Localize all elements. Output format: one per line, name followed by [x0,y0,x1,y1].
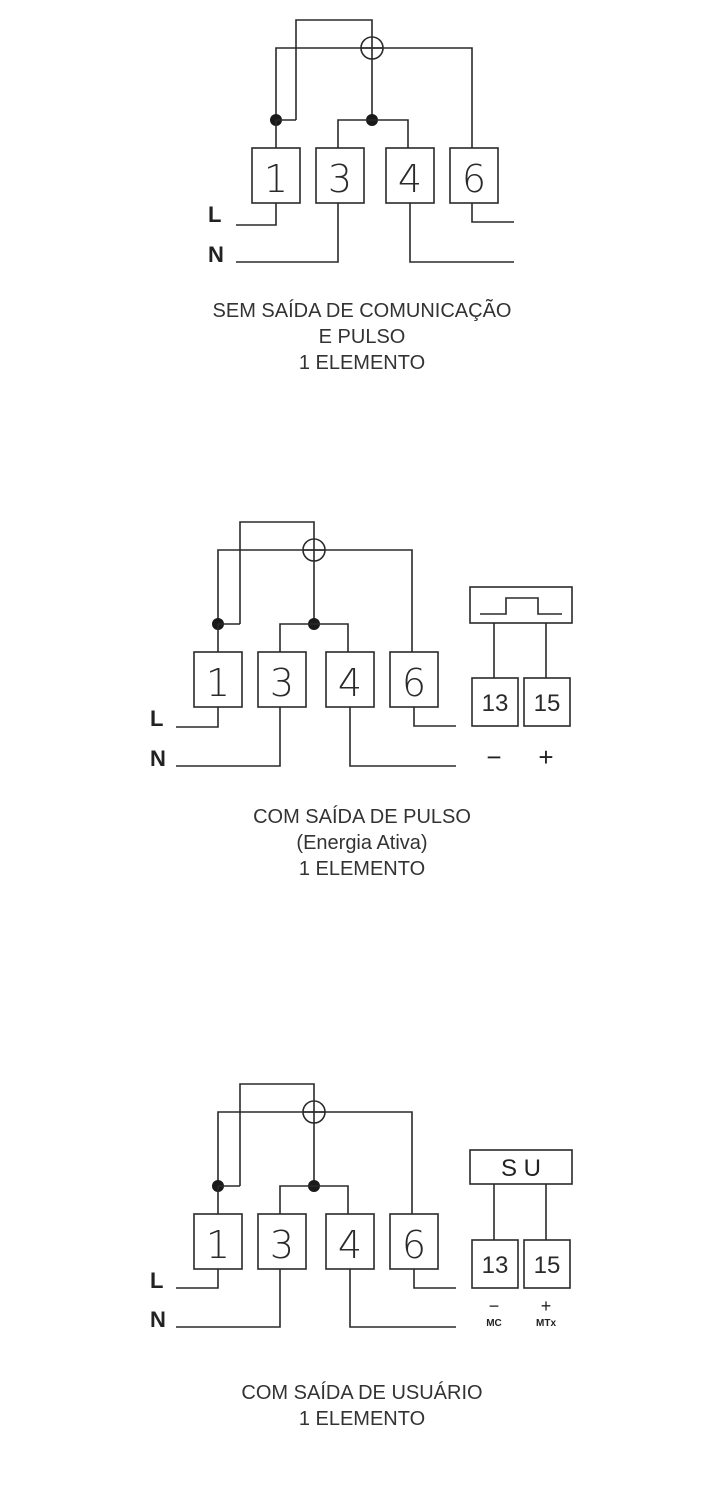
terminal-label: 1 [264,157,288,201]
output-terminal-label: 13 [482,690,509,717]
bridge-wire [217,549,413,652]
terminal-box-1 [193,1213,243,1270]
caption-1: SEM SAÍDA DE COMUNICAÇÃO E PULSO 1 ELEME… [0,298,724,376]
line-wire [176,707,219,728]
neutral-wire [236,203,339,263]
wiring-schematic-3: 1 3 4 6 L N S U 13 15 − + MC MTx [150,1083,573,1332]
terminal-label: 4 [338,661,362,705]
terminal-box-4 [325,651,375,708]
su-label: S U [501,1155,541,1182]
wiring-diagram-2: 1 3 4 6 L N 13 15 − + COM SAÍDA DE PULSO… [0,500,724,900]
loop-wire [239,521,315,624]
polarity-positive: + [538,742,553,772]
neutral-label: N [150,1307,166,1332]
polarity-sub-label: MC [486,1318,502,1329]
terminal-label: 3 [270,661,294,705]
loop-wire [295,19,373,120]
wire [279,1185,349,1214]
bridge-wire [217,1111,413,1214]
output-terminal-13 [471,677,519,727]
line-label: L [208,202,221,227]
neutral-wire [176,1269,281,1328]
load-wire [471,203,514,223]
neutral-wire [176,707,281,767]
load-wire [409,203,514,263]
terminal-label: 1 [206,1223,230,1267]
terminal-label: 6 [402,661,426,705]
terminal-label: 4 [338,1223,362,1267]
output-terminal-13 [471,1239,519,1289]
line-wire [236,203,277,226]
caption-line: 1 ELEMENTO [298,1408,426,1430]
neutral-label: N [150,746,166,771]
terminal-box-3 [257,651,307,708]
load-wire [349,707,456,767]
load-wire [349,1269,456,1328]
output-terminal-label: 15 [534,690,561,717]
wiring-schematic-2: 1 3 4 6 L N 13 15 − + [150,521,573,772]
terminal-box-4 [325,1213,375,1270]
load-wire [413,1269,456,1289]
pulse-symbol-box [469,586,573,624]
line-label: L [150,706,163,731]
pulse-wave-icon [480,597,562,615]
wiring-schematic-1: 1 3 4 6 L N [208,19,514,267]
caption-line: 1 ELEMENTO [298,858,426,880]
wire [337,119,409,148]
bridge-wire [275,47,473,148]
terminal-label: 1 [206,661,230,705]
polarity-negative: − [489,1296,500,1316]
output-terminal-label: 15 [534,1252,561,1279]
line-wire [176,1269,219,1289]
caption-2: COM SAÍDA DE PULSO (Energia Ativa) 1 ELE… [0,804,724,882]
loop-wire [239,1083,315,1186]
terminal-label: 3 [270,1223,294,1267]
load-wire [413,707,456,727]
terminal-box-3 [257,1213,307,1270]
caption-3: COM SAÍDA DE USUÁRIO 1 ELEMENTO [0,1380,724,1432]
caption-line: 1 ELEMENTO [298,352,426,374]
caption-line: COM SAÍDA DE PULSO [253,806,471,828]
caption-line: (Energia Ativa) [296,832,428,854]
polarity-sub-label: MTx [536,1318,556,1329]
output-terminal-15 [523,1239,571,1289]
output-terminal-15 [523,677,571,727]
terminal-label: 4 [398,157,422,201]
terminal-label: 6 [402,1223,426,1267]
neutral-label: N [208,242,224,267]
output-terminal-label: 13 [482,1252,509,1279]
line-label: L [150,1268,163,1293]
polarity-negative: − [486,742,501,772]
terminal-box-6 [389,651,439,708]
wiring-diagram-3: 1 3 4 6 L N S U 13 15 − + MC MTx COM SAÍ… [0,1060,724,1460]
su-box [469,1149,573,1185]
terminal-label: 6 [462,157,486,201]
terminal-label: 3 [328,157,352,201]
caption-line: COM SAÍDA DE USUÁRIO [241,1382,483,1404]
wiring-diagram-1: 1 3 4 6 L N SEM SAÍDA DE COMUNICAÇÃO E P… [0,0,724,400]
wire [279,623,349,652]
terminal-box-3 [315,147,365,204]
polarity-positive: + [541,1296,552,1316]
caption-line: E PULSO [318,326,406,348]
terminal-box-6 [449,147,499,204]
terminal-box-6 [389,1213,439,1270]
caption-line: SEM SAÍDA DE COMUNICAÇÃO [212,300,512,322]
